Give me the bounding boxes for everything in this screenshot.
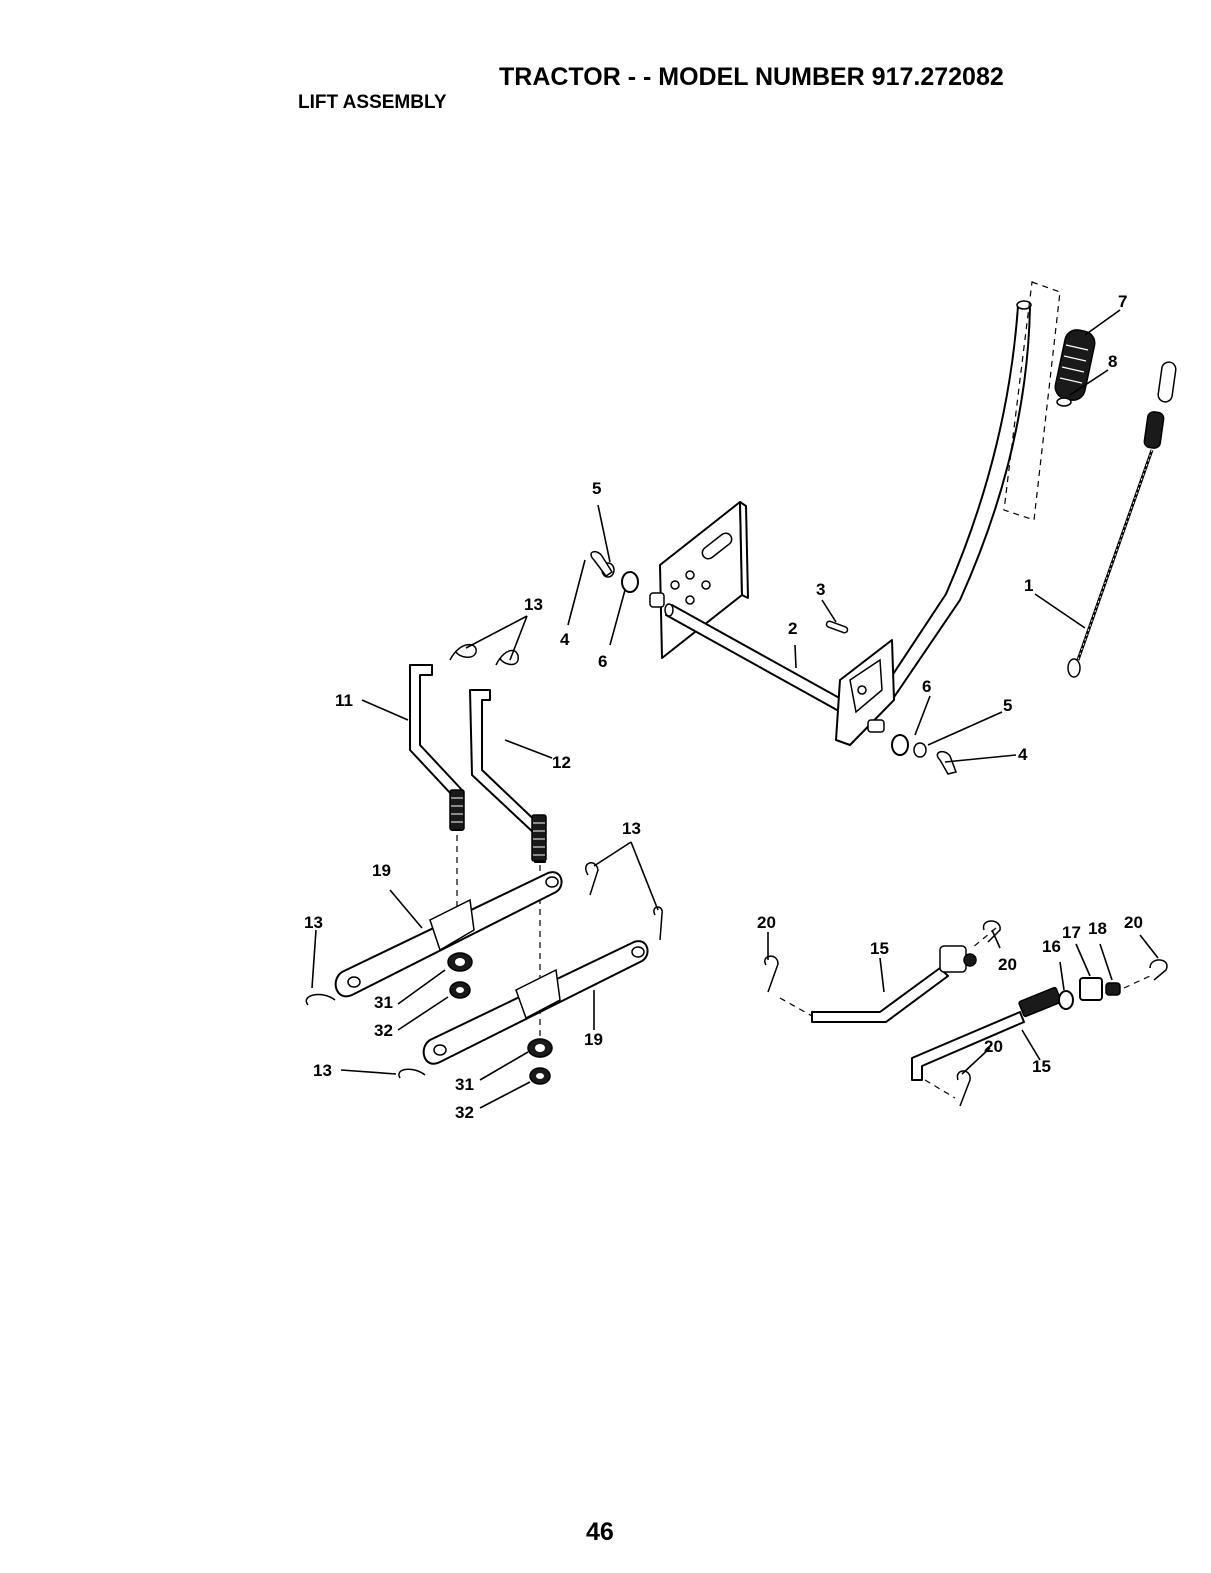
lift-shaft bbox=[650, 593, 852, 715]
callout-20b: 20 bbox=[998, 955, 1017, 974]
callout-31b: 31 bbox=[455, 1075, 474, 1094]
callout-4a: 4 bbox=[560, 630, 570, 649]
callout-8: 8 bbox=[1108, 352, 1117, 371]
callout-20a: 20 bbox=[757, 913, 776, 932]
lift-link-11 bbox=[410, 665, 464, 830]
callout-13a: 13 bbox=[524, 595, 543, 614]
callout-32b: 32 bbox=[455, 1103, 474, 1122]
spacer-nut-upper bbox=[448, 953, 472, 998]
callout-11: 11 bbox=[335, 691, 353, 710]
callout-5b: 5 bbox=[1003, 696, 1012, 715]
callout-15b: 15 bbox=[1032, 1057, 1051, 1076]
callout-18: 18 bbox=[1088, 919, 1107, 938]
callout-3: 3 bbox=[816, 580, 825, 599]
callout-13c: 13 bbox=[304, 913, 323, 932]
callout-17: 17 bbox=[1062, 923, 1081, 942]
pin bbox=[826, 620, 849, 633]
callout-2: 2 bbox=[788, 619, 797, 638]
callout-6b: 6 bbox=[922, 677, 931, 696]
leader-lines bbox=[312, 310, 1158, 1108]
callout-19b: 19 bbox=[584, 1030, 603, 1049]
adjustment-rod-upper bbox=[765, 921, 1000, 1022]
callout-16: 16 bbox=[1042, 937, 1061, 956]
shaft-right-hardware bbox=[892, 735, 956, 774]
callout-20c: 20 bbox=[1124, 913, 1143, 932]
callout-32a: 32 bbox=[374, 1021, 393, 1040]
hair-pin-clips-upper bbox=[450, 645, 518, 665]
callout-1: 1 bbox=[1024, 576, 1033, 595]
shaft-left-hardware bbox=[591, 552, 638, 592]
callout-13d: 13 bbox=[313, 1061, 332, 1080]
lift-handle bbox=[836, 301, 1031, 745]
page-number: 46 bbox=[586, 1518, 614, 1547]
callout-7: 7 bbox=[1118, 292, 1127, 311]
callout-13b: 13 bbox=[622, 819, 641, 838]
cable-rod bbox=[1068, 361, 1177, 677]
lift-arm-upper bbox=[336, 872, 562, 996]
callout-5a: 5 bbox=[592, 479, 601, 498]
trunnion-hardware bbox=[1059, 960, 1167, 1009]
callout-15a: 15 bbox=[870, 939, 889, 958]
callout-20d: 20 bbox=[984, 1037, 1003, 1056]
callout-31a: 31 bbox=[374, 993, 393, 1012]
callout-19a: 19 bbox=[372, 861, 391, 880]
callout-4b: 4 bbox=[1018, 745, 1028, 764]
spacer-nut-lower bbox=[528, 1039, 552, 1084]
callout-6a: 6 bbox=[598, 652, 607, 671]
lift-link-12 bbox=[470, 690, 546, 862]
callout-12: 12 bbox=[552, 753, 571, 772]
